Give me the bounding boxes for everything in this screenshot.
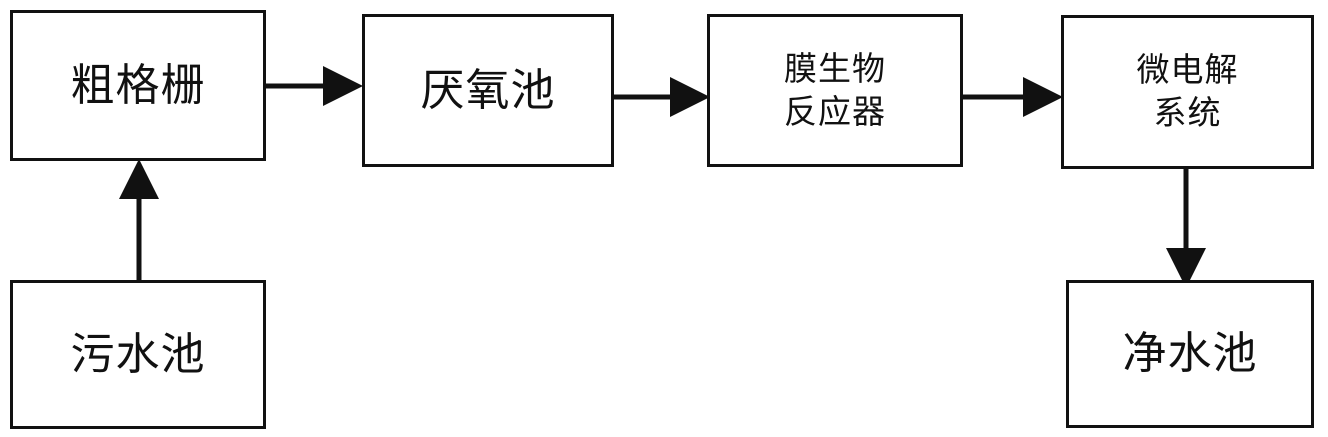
membrane-bioreactor-box: 膜生物 反应器 [707, 14, 963, 167]
micro-electrolysis-line1: 微电解 [1136, 50, 1239, 90]
coarse-screen-label: 粗格栅 [70, 59, 206, 111]
sewage-tank-box: 污水池 [10, 280, 266, 429]
micro-electrolysis-line2: 系统 [1153, 93, 1222, 132]
anaerobic-tank-box: 厌氧池 [362, 14, 614, 167]
clean-water-tank-box: 净水池 [1066, 280, 1314, 428]
micro-electrolysis-box: 微电解 系统 [1061, 15, 1314, 169]
coarse-screen-box: 粗格栅 [10, 10, 266, 161]
membrane-bioreactor-line1: 膜生物 [784, 48, 886, 88]
membrane-bioreactor-line2: 反应器 [784, 91, 886, 131]
clean-water-tank-label: 净水池 [1122, 328, 1258, 380]
anaerobic-tank-label: 厌氧池 [420, 64, 556, 116]
sewage-tank-label: 污水池 [70, 328, 206, 380]
